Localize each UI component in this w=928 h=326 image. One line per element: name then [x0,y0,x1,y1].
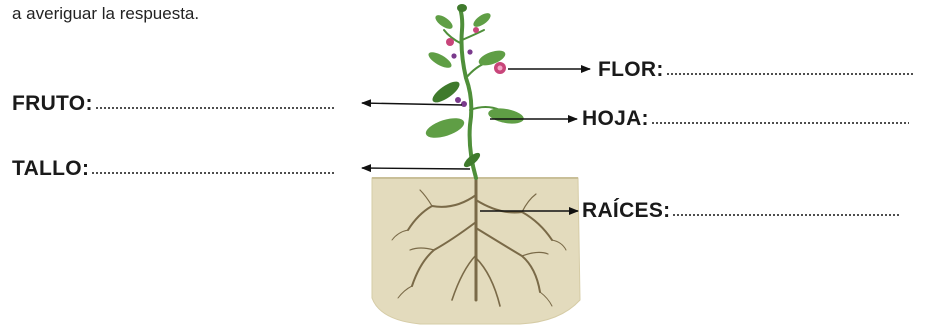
label-fruto: FRUTO: [12,92,335,116]
answer-line-raices[interactable] [672,199,900,217]
label-raices-text: RAÍCES [582,199,663,223]
label-flor: FLOR: [598,58,914,82]
label-raices: RAÍCES: [582,199,900,223]
arrow-tallo [362,168,470,169]
label-raices-colon: : [663,199,670,223]
label-flor-colon: : [656,58,663,82]
label-tallo-text: TALLO [12,157,82,181]
label-tallo: TALLO: [12,157,335,181]
label-hoja-colon: : [642,107,649,131]
answer-line-tallo[interactable] [91,157,335,175]
label-fruto-colon: : [85,92,92,116]
answer-line-hoja[interactable] [651,107,909,125]
label-flor-text: FLOR [598,58,656,82]
label-tallo-colon: : [82,157,89,181]
label-hoja: HOJA: [582,107,909,131]
label-fruto-text: FRUTO [12,92,85,116]
label-hoja-text: HOJA [582,107,642,131]
answer-line-flor[interactable] [666,58,914,76]
answer-line-fruto[interactable] [95,92,335,110]
arrow-fruto [362,103,462,105]
